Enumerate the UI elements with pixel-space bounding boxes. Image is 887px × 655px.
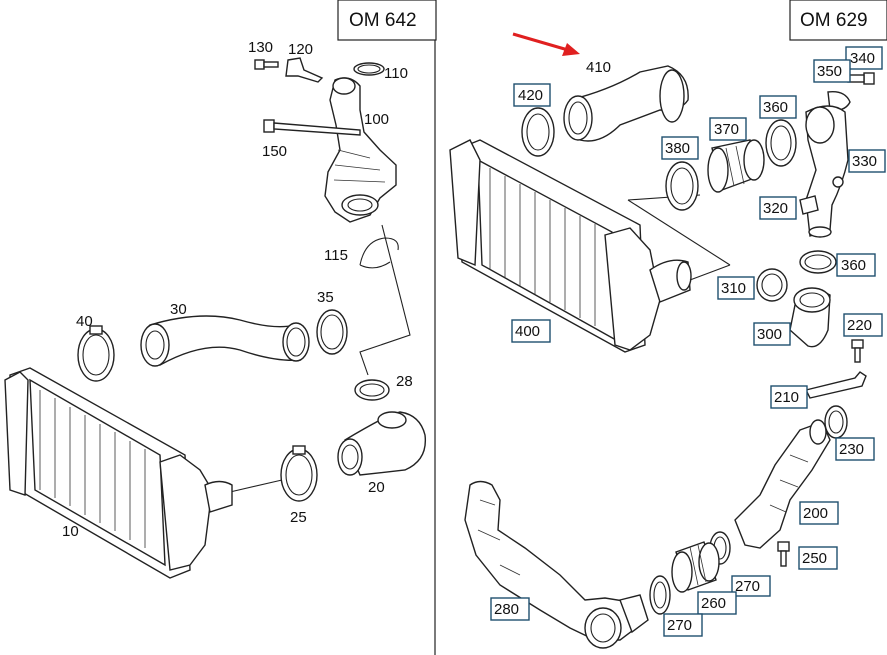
part-410-hose bbox=[563, 65, 689, 142]
label-30: 30 bbox=[170, 301, 187, 318]
panel-title-box-om642 bbox=[337, 0, 437, 41]
svg-text:280: 280 bbox=[494, 601, 519, 618]
label-120: 120 bbox=[288, 41, 313, 58]
label-115: 115 bbox=[324, 247, 348, 264]
label-330: 330 bbox=[848, 149, 886, 173]
label-20: 20 bbox=[368, 479, 385, 496]
part-270-ring-lower bbox=[649, 575, 671, 615]
panel-om642: OM 642 bbox=[4, 0, 437, 579]
part-400-intercooler bbox=[449, 139, 692, 353]
svg-text:340: 340 bbox=[850, 50, 875, 67]
part-150-bolt bbox=[263, 119, 361, 136]
label-130: 130 bbox=[248, 39, 273, 56]
part-260-sleeve bbox=[671, 541, 720, 593]
svg-text:220: 220 bbox=[847, 317, 872, 334]
svg-text:370: 370 bbox=[714, 121, 739, 138]
svg-text:360: 360 bbox=[841, 257, 866, 274]
label-300: 300 bbox=[753, 322, 791, 346]
part-28-oring bbox=[354, 379, 390, 401]
label-10: 10 bbox=[62, 523, 79, 540]
panel-title-om642: OM 642 bbox=[349, 10, 417, 31]
part-25-clamp bbox=[280, 445, 318, 502]
svg-text:210: 210 bbox=[774, 389, 799, 406]
svg-text:330: 330 bbox=[852, 153, 877, 170]
label-280: 280 bbox=[490, 597, 530, 621]
label-25: 25 bbox=[290, 509, 307, 526]
panel-title-box-om629 bbox=[789, 0, 887, 41]
part-10-intercooler bbox=[4, 367, 233, 579]
part-320-elbow-pipe bbox=[799, 105, 849, 238]
part-200-duct bbox=[734, 419, 831, 549]
part-370-sleeve bbox=[707, 139, 765, 193]
part-35-ring bbox=[316, 309, 348, 355]
label-270-lower: 270 bbox=[663, 613, 703, 637]
label-350: 350 bbox=[813, 59, 851, 83]
label-270-upper: 270 bbox=[731, 575, 771, 597]
svg-text:200: 200 bbox=[803, 505, 828, 522]
label-40: 40 bbox=[76, 313, 93, 330]
part-120-bracket bbox=[285, 57, 324, 83]
label-220: 220 bbox=[843, 313, 883, 337]
part-20-elbow-pipe bbox=[337, 411, 427, 476]
label-250: 250 bbox=[798, 546, 838, 570]
part-115-clip bbox=[359, 237, 399, 269]
label-150: 150 bbox=[262, 143, 287, 160]
svg-text:310: 310 bbox=[721, 280, 746, 297]
part-130-bolt bbox=[254, 59, 279, 70]
svg-text:410: 410 bbox=[586, 59, 611, 76]
label-420: 420 bbox=[513, 83, 551, 107]
part-40-clamp bbox=[77, 325, 115, 382]
svg-text:380: 380 bbox=[665, 140, 690, 157]
label-360-lower: 360 bbox=[836, 253, 876, 277]
label-260: 260 bbox=[697, 591, 737, 615]
label-230: 230 bbox=[835, 437, 875, 461]
label-400: 400 bbox=[511, 319, 551, 343]
part-100-throttle-housing bbox=[324, 77, 397, 223]
label-380: 380 bbox=[661, 136, 699, 160]
label-410: 410 bbox=[586, 59, 611, 76]
svg-text:350: 350 bbox=[817, 63, 842, 80]
label-340: 340 bbox=[845, 46, 883, 70]
label-360-upper: 360 bbox=[759, 95, 797, 119]
panel-title-om629: OM 629 bbox=[800, 10, 868, 31]
svg-text:400: 400 bbox=[515, 323, 540, 340]
svg-text:270: 270 bbox=[667, 617, 692, 634]
part-250-bolt bbox=[777, 541, 790, 567]
part-330-screw bbox=[832, 176, 844, 188]
part-280-long-duct bbox=[464, 480, 649, 649]
label-35: 35 bbox=[317, 289, 334, 306]
label-200: 200 bbox=[799, 501, 839, 525]
svg-text:260: 260 bbox=[701, 595, 726, 612]
part-30-hose bbox=[140, 315, 310, 367]
svg-text:250: 250 bbox=[802, 550, 827, 567]
label-320: 320 bbox=[759, 196, 797, 220]
label-370: 370 bbox=[709, 117, 747, 141]
part-220-bolt bbox=[851, 339, 864, 363]
svg-text:270: 270 bbox=[735, 578, 760, 595]
leader-line-100-28 bbox=[359, 224, 411, 376]
svg-text:230: 230 bbox=[839, 441, 864, 458]
label-28: 28 bbox=[396, 373, 413, 390]
svg-text:320: 320 bbox=[763, 200, 788, 217]
highlight-arrow bbox=[512, 32, 580, 56]
part-340-bolt bbox=[847, 72, 875, 85]
svg-text:360: 360 bbox=[763, 99, 788, 116]
label-110: 110 bbox=[384, 65, 408, 82]
part-210-bracket bbox=[804, 371, 867, 399]
label-100: 100 bbox=[364, 111, 389, 128]
svg-text:300: 300 bbox=[757, 326, 782, 343]
label-210: 210 bbox=[770, 385, 808, 409]
panel-om629: OM 629 bbox=[449, 0, 887, 649]
label-310: 310 bbox=[717, 276, 755, 300]
part-300-elbow bbox=[789, 287, 831, 348]
svg-text:420: 420 bbox=[518, 87, 543, 104]
leader-line-10-25 bbox=[229, 479, 283, 493]
